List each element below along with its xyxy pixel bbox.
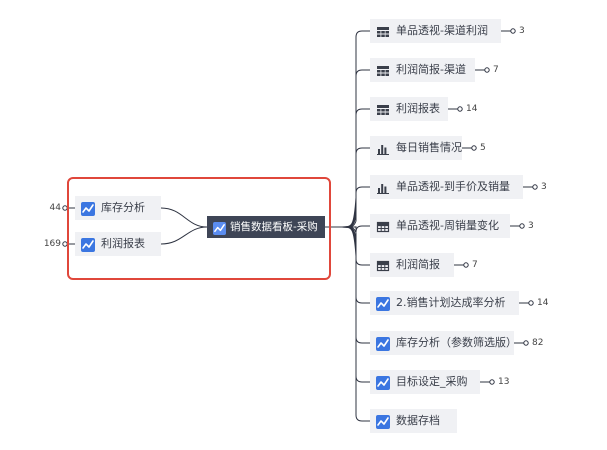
collapse-dot xyxy=(523,340,529,346)
branch-node[interactable]: 2.销售计划达成率分析 xyxy=(370,291,519,315)
trend-chart-icon xyxy=(376,375,390,390)
branch-node[interactable]: 利润报表 xyxy=(75,232,161,256)
branch-node-label: 利润简报 xyxy=(396,258,440,271)
grid-table-icon xyxy=(376,258,390,272)
branch-node-label: 利润报表 xyxy=(101,237,145,250)
table-icon xyxy=(376,102,390,116)
branch-node-label: 数据存档 xyxy=(396,414,440,427)
branch-node-label: 2.销售计划达成率分析 xyxy=(396,296,506,309)
branch-connector xyxy=(341,186,370,228)
branch-node[interactable]: 库存分析（参数筛选版） xyxy=(370,331,517,355)
bar-chart-icon xyxy=(376,141,390,155)
branch-node[interactable]: 利润报表 xyxy=(370,97,448,121)
trend-chart-icon xyxy=(376,296,390,311)
child-count: 169 xyxy=(43,239,61,249)
root-node-label: 销售数据看板-采购 xyxy=(230,221,318,233)
trend-chart-icon xyxy=(81,201,95,216)
branch-node-label: 库存分析 xyxy=(101,201,145,214)
trend-chart-icon xyxy=(376,336,390,351)
branch-node-label: 单品透视-渠道利润 xyxy=(396,24,488,37)
child-count: 7 xyxy=(493,65,499,75)
child-count: 44 xyxy=(49,203,61,213)
child-count: 3 xyxy=(519,26,525,36)
branch-node[interactable]: 利润简报-渠道 xyxy=(370,58,475,82)
collapse-dot xyxy=(532,184,538,190)
branch-node-label: 单品透视-到手价及销量 xyxy=(396,180,510,193)
branch-node[interactable]: 目标设定_采购 xyxy=(370,370,480,394)
selection-highlight xyxy=(67,177,331,280)
branch-node[interactable]: 库存分析 xyxy=(75,196,161,220)
collapse-dot xyxy=(489,379,495,385)
branch-node-label: 库存分析（参数筛选版） xyxy=(396,336,517,349)
branch-node[interactable]: 单品透视-渠道利润 xyxy=(370,19,501,43)
child-count: 14 xyxy=(466,104,478,114)
branch-node[interactable]: 数据存档 xyxy=(370,409,457,433)
bar-chart-icon xyxy=(376,180,390,194)
collapse-dot xyxy=(471,145,477,151)
child-count: 7 xyxy=(472,260,478,270)
trend-chart-icon xyxy=(213,221,226,235)
branch-node[interactable]: 每日销售情况 xyxy=(370,136,462,160)
trend-chart-icon xyxy=(376,414,390,429)
branch-node[interactable]: 利润简报 xyxy=(370,253,454,277)
child-count: 14 xyxy=(537,298,549,308)
branch-node[interactable]: 单品透视-周销量变化 xyxy=(370,214,510,238)
branch-node-label: 单品透视-周销量变化 xyxy=(396,219,499,232)
child-count: 13 xyxy=(498,377,510,387)
grid-table-icon xyxy=(376,219,390,233)
branch-node[interactable]: 单品透视-到手价及销量 xyxy=(370,175,523,199)
branch-connector xyxy=(160,226,208,245)
child-count: 5 xyxy=(480,143,486,153)
collapse-dot xyxy=(484,67,490,73)
child-count: 82 xyxy=(532,338,544,348)
collapse-dot xyxy=(528,300,534,306)
branch-connector xyxy=(160,207,208,228)
branch-node-label: 每日销售情况 xyxy=(396,141,462,154)
branch-node-label: 目标设定_采购 xyxy=(396,375,468,388)
trend-chart-icon xyxy=(81,237,95,252)
branch-node-label: 利润报表 xyxy=(396,102,440,115)
child-count: 3 xyxy=(528,221,534,231)
collapse-dot xyxy=(463,262,469,268)
table-icon xyxy=(376,63,390,77)
collapse-dot xyxy=(519,223,525,229)
table-icon xyxy=(376,24,390,38)
child-count: 3 xyxy=(541,182,547,192)
branch-connector xyxy=(341,226,370,422)
collapse-dot xyxy=(457,106,463,112)
branch-node-label: 利润简报-渠道 xyxy=(396,63,466,76)
root-node[interactable]: 销售数据看板-采购 xyxy=(207,216,325,238)
collapse-dot xyxy=(510,28,516,34)
